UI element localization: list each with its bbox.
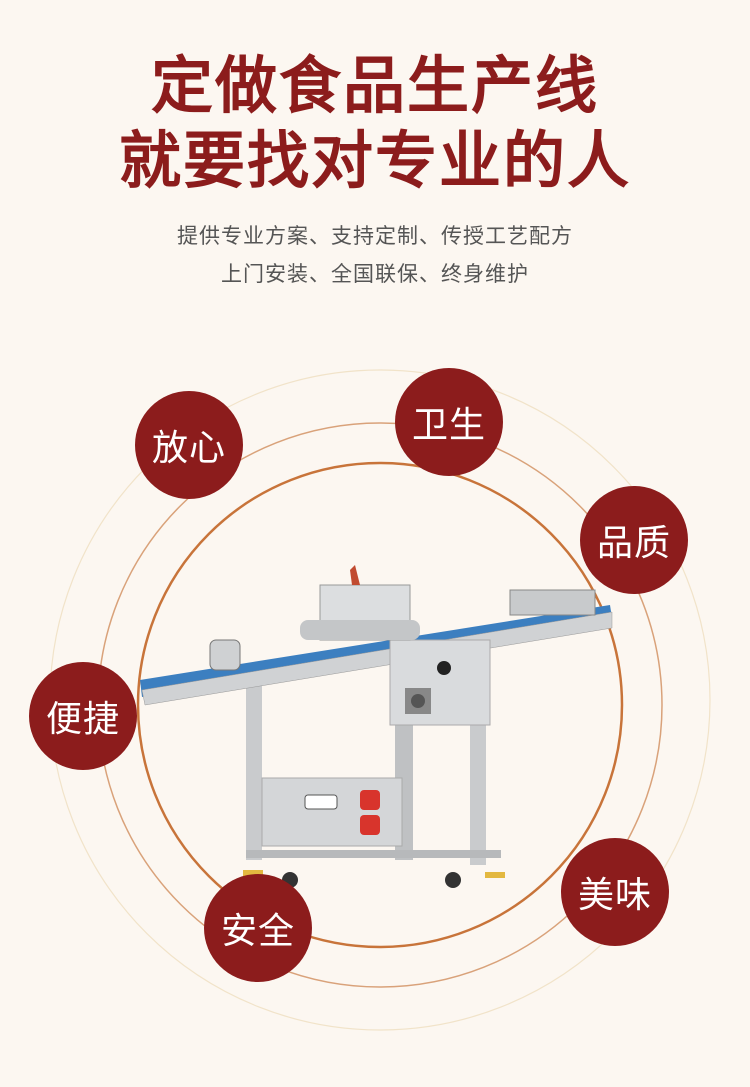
badge-safety: 安全 <box>204 874 312 982</box>
machine-illustration <box>140 565 613 888</box>
inner-ring <box>136 461 624 949</box>
badge-quality: 品质 <box>580 486 688 594</box>
headline-line-1: 定做食品生产线 <box>150 49 599 122</box>
subtitle-line-1: 提供专业方案、支持定制、传授工艺配方 <box>177 224 573 248</box>
headline-line-2: 就要找对专业的人 <box>118 124 631 197</box>
badge-taste: 美味 <box>561 838 669 946</box>
subtitle-line-2: 上门安装、全国联保、终身维护 <box>221 262 529 286</box>
badge-reassurance: 放心 <box>135 391 243 499</box>
badge-convenience: 便捷 <box>29 662 137 770</box>
badge-hygiene: 卫生 <box>395 368 503 476</box>
